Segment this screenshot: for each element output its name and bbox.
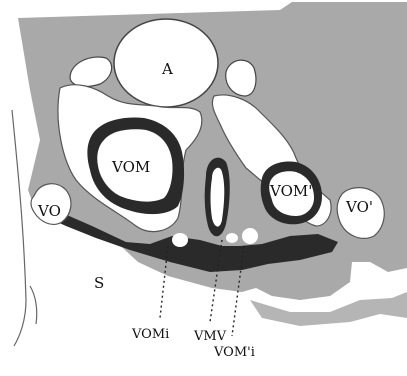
label-VOMi: VOMi [131,327,169,342]
label-S: S [94,274,104,292]
label-VOM: VOM [111,158,150,176]
label-VOM-prime-i: VOM'i [213,345,255,360]
vmv-gland [226,233,238,243]
label-VO: VO [37,202,61,220]
lower-tissue-strip [250,292,407,326]
left-edge-line-2 [30,286,37,324]
label-VMV: VMV [193,329,227,344]
vomi-gland [172,233,188,247]
vom-prime-i-gland [242,228,258,244]
label-VOM-prime: VOM' [269,182,312,200]
label-VO-prime: VO' [345,198,373,216]
label-A: A [161,60,173,78]
vmv-lumen [211,168,225,227]
left-edge-line [12,110,26,346]
